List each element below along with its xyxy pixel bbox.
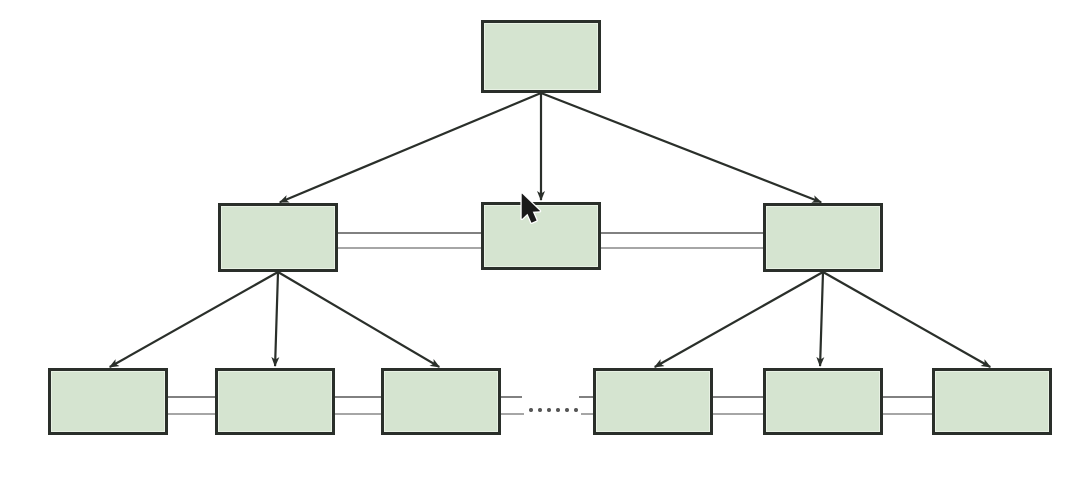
node-box-mid-2[interactable]	[481, 202, 601, 270]
ellipsis-dot	[574, 408, 578, 412]
node-box-mid-1[interactable]	[218, 203, 338, 272]
ellipsis-marker	[529, 408, 578, 412]
ellipsis-dot	[556, 408, 560, 412]
ellipsis-dot	[565, 408, 569, 412]
tree-edge-root-to-mid-1	[278, 91, 542, 204]
tree-edge-mid-1-to-leaf-1	[108, 271, 279, 368]
tree-edge-mid-3-to-leaf-6	[822, 271, 992, 368]
tree-edge-mid-3-to-leaf-5	[816, 271, 825, 368]
node-box-leaf-1[interactable]	[48, 368, 168, 435]
node-box-leaf-3[interactable]	[381, 368, 501, 435]
tree-edges-group	[108, 91, 992, 368]
tree-edge-mid-1-to-leaf-2	[271, 271, 280, 368]
ellipsis-dot	[547, 408, 551, 412]
node-box-leaf-6[interactable]	[932, 368, 1052, 435]
tree-edge-root-to-mid-3	[540, 91, 823, 204]
node-box-leaf-5[interactable]	[763, 368, 883, 435]
node-box-leaf-4[interactable]	[593, 368, 713, 435]
tree-edge-mid-3-to-leaf-4	[653, 271, 824, 368]
node-box-mid-3[interactable]	[763, 203, 883, 272]
ellipsis-dot	[538, 408, 542, 412]
ellipsis-dot	[529, 408, 533, 412]
node-box-leaf-2[interactable]	[215, 368, 335, 435]
tree-edge-mid-1-to-leaf-3	[277, 271, 441, 368]
node-box-root[interactable]	[481, 20, 601, 93]
